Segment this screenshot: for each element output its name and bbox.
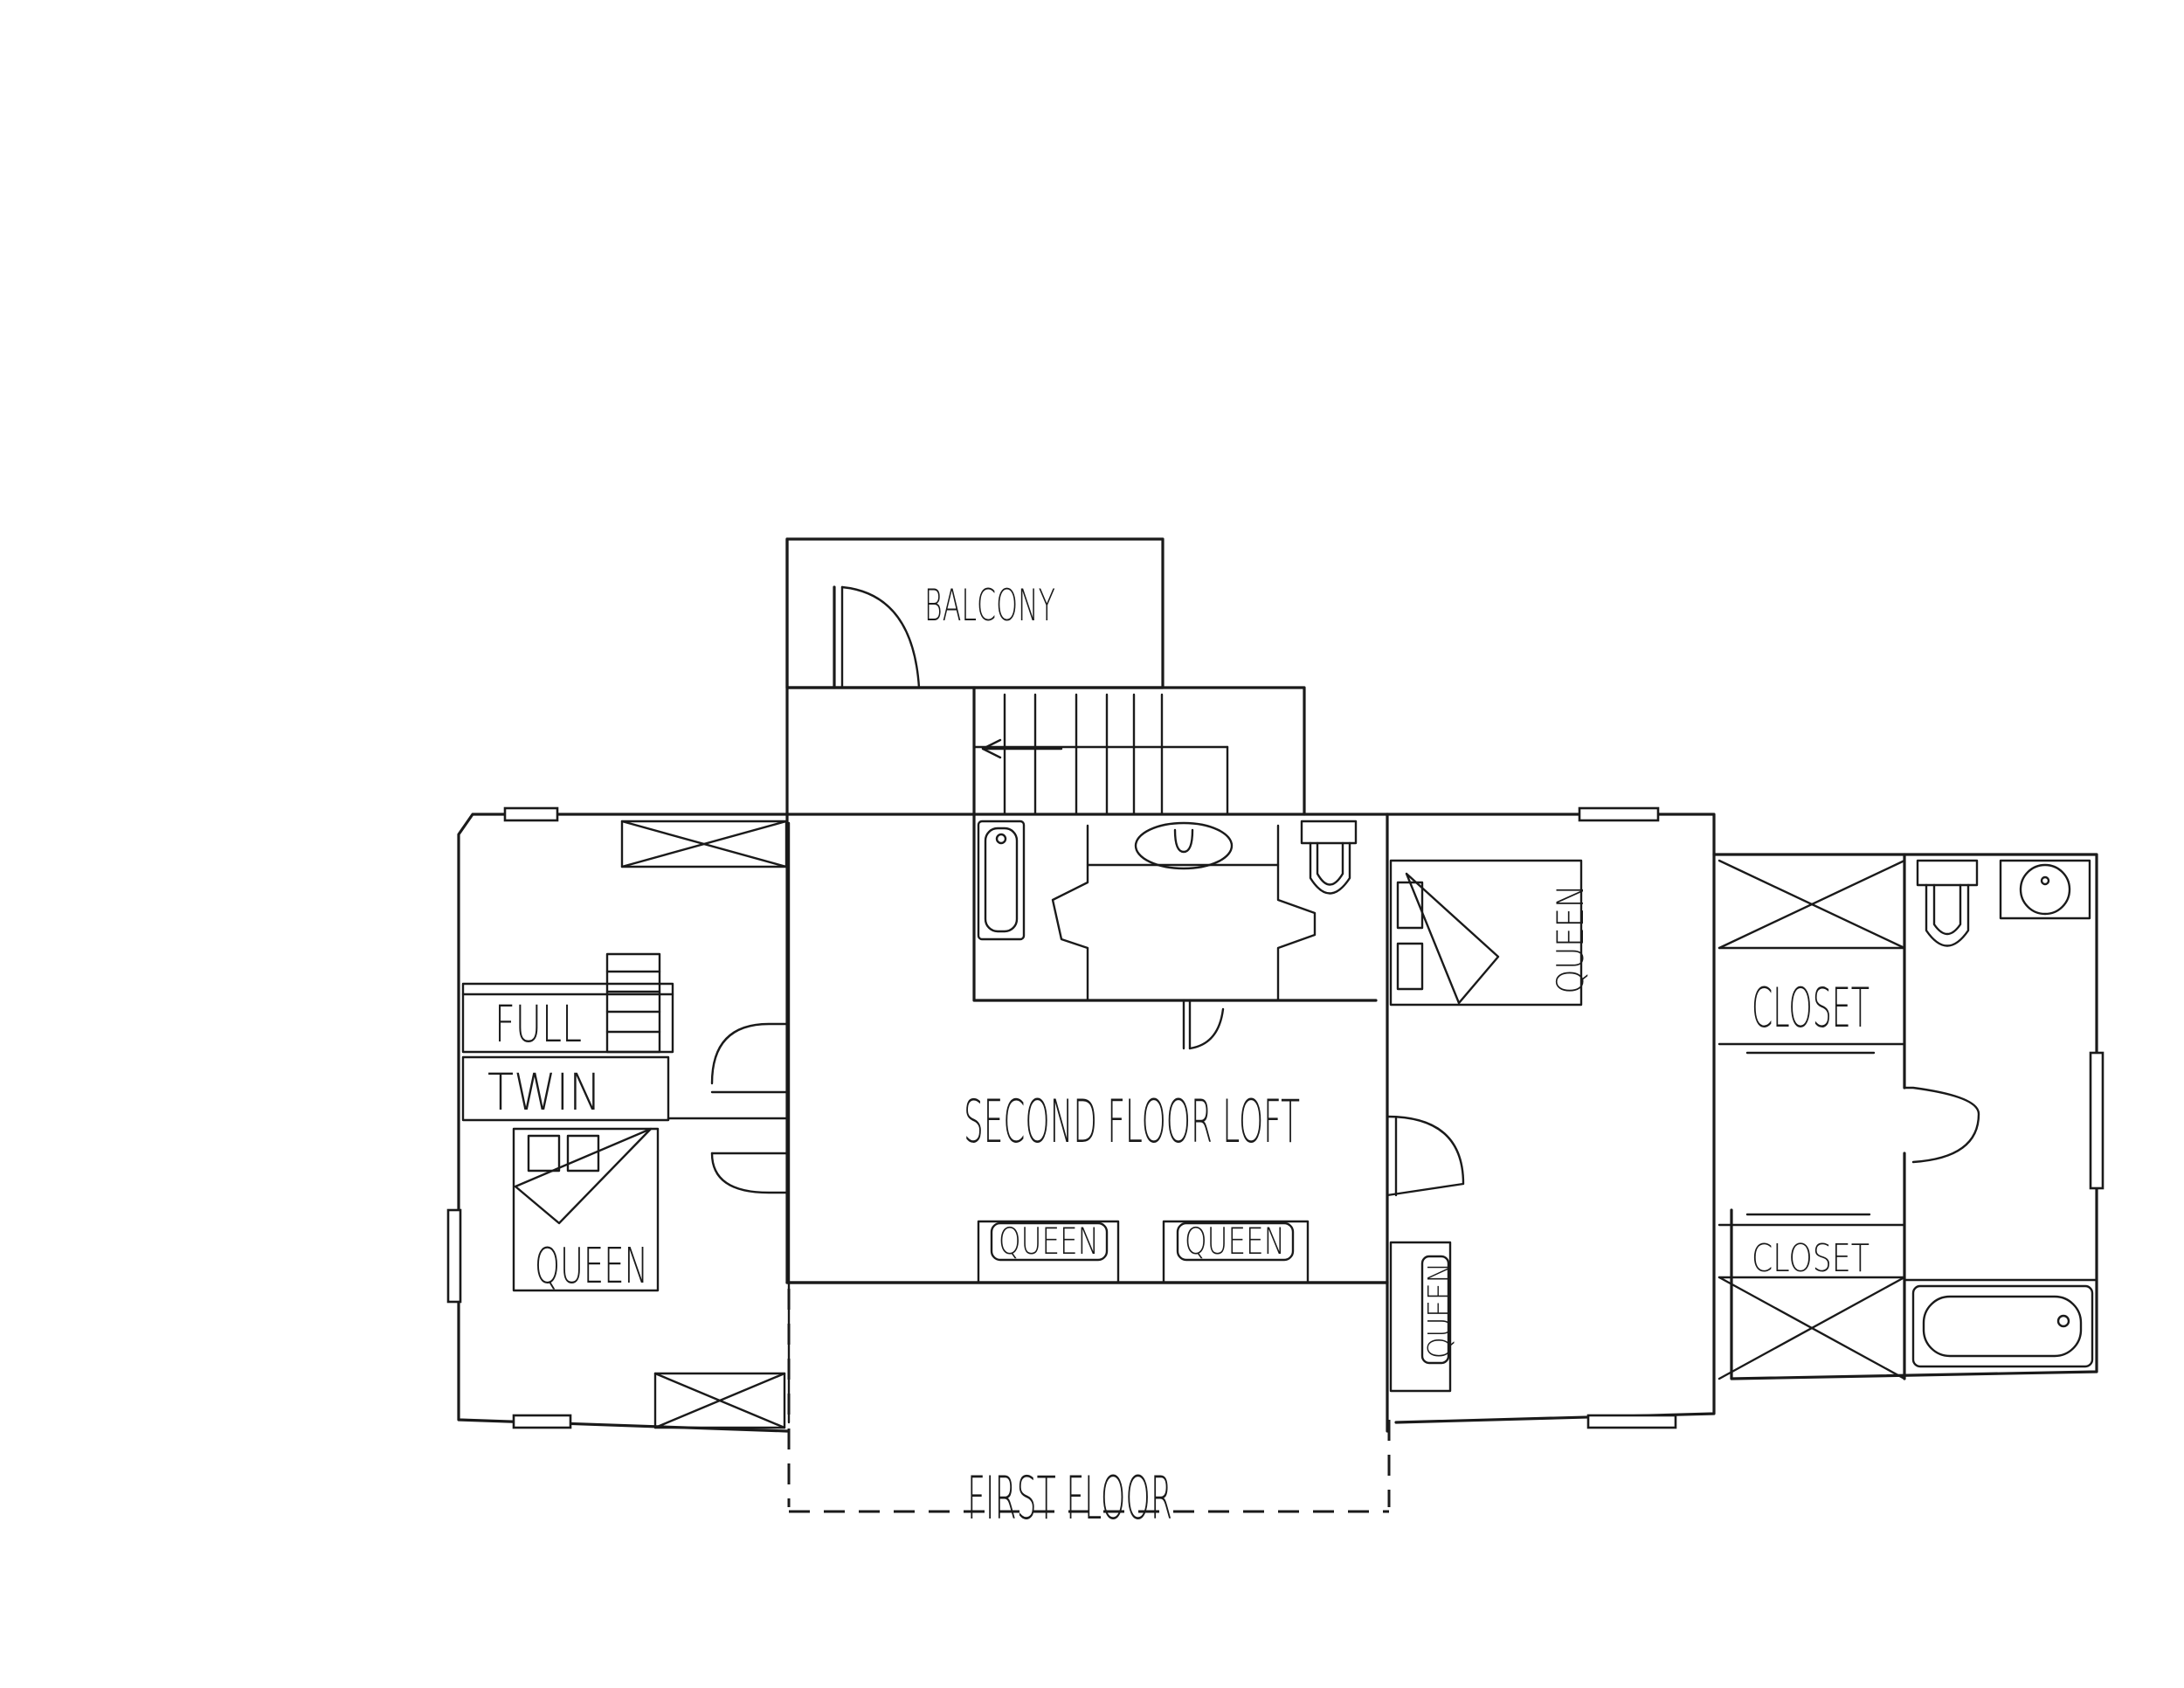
queen-left-label: QUEEN (535, 1238, 648, 1295)
stairs (785, 686, 1306, 816)
right-suite: CLOSET CLOSET (1712, 853, 2105, 1380)
bathtub-icon (1911, 1284, 2094, 1368)
center-bathroom (972, 813, 1378, 1050)
window-icon (512, 1414, 572, 1429)
window-icon (1578, 806, 1660, 822)
closet-top-label: CLOSET (1752, 976, 1870, 1040)
window-icon (503, 806, 559, 822)
bed-icon: QUEEN (977, 1220, 1120, 1284)
door-swing-icon (1903, 1086, 1980, 1164)
bed-icon (512, 1127, 660, 1292)
door-swing-icon (840, 585, 921, 689)
left-bedroom: FULL TWIN QUEEN (446, 806, 791, 1433)
twin-bed-label: TWIN (487, 1062, 601, 1122)
door-swing-icon (1188, 1007, 1225, 1050)
closet-x-icon (1717, 1276, 1906, 1380)
queen-loft-1-label: QUEEN (999, 1220, 1099, 1263)
queen-right-bottom-label: QUEEN (1422, 1263, 1458, 1359)
bed-icon: QUEEN (1389, 859, 1592, 1007)
queen-loft-2-label: QUEEN (1185, 1220, 1285, 1263)
right-bedroom: QUEEN QUEEN (1386, 806, 1716, 1429)
closet-x-icon (1717, 859, 1906, 950)
closet-x-icon (620, 820, 788, 868)
door-swing-icon (710, 1152, 789, 1194)
bed-icon: QUEEN (1162, 1220, 1310, 1284)
bed-icon: QUEEN (1389, 1241, 1458, 1393)
stair-arrow-icon (981, 738, 1063, 759)
first-floor-area: FIRST FLOOR (787, 1289, 1391, 1533)
balcony-room: BALCONY (785, 537, 1165, 689)
door-swing-icon (710, 1022, 789, 1085)
toilet-icon (1300, 820, 1358, 895)
sink-icon (1134, 821, 1234, 870)
door-swing-icon (1386, 1115, 1465, 1197)
sink-icon (1999, 859, 2091, 920)
window-icon (446, 1208, 462, 1304)
bed-icon (605, 952, 661, 1054)
window-icon (1586, 1414, 1677, 1429)
queen-right-top-label: QUEEN (1549, 885, 1592, 994)
bathtub-icon (977, 820, 1026, 941)
toilet-icon (1916, 859, 1979, 947)
full-bed-label: FULL (494, 994, 582, 1054)
closet-x-icon (653, 1372, 786, 1429)
loft-label: SECOND FLOOR LOFT (964, 1088, 1300, 1157)
closet-bottom-label: CLOSET (1752, 1236, 1870, 1281)
balcony-label: BALCONY (924, 580, 1055, 631)
window-icon (2089, 1051, 2105, 1190)
loft: SECOND FLOOR LOFT QUEEN QUEEN (785, 1088, 1389, 1284)
first-floor-label: FIRST FLOOR (967, 1464, 1172, 1533)
